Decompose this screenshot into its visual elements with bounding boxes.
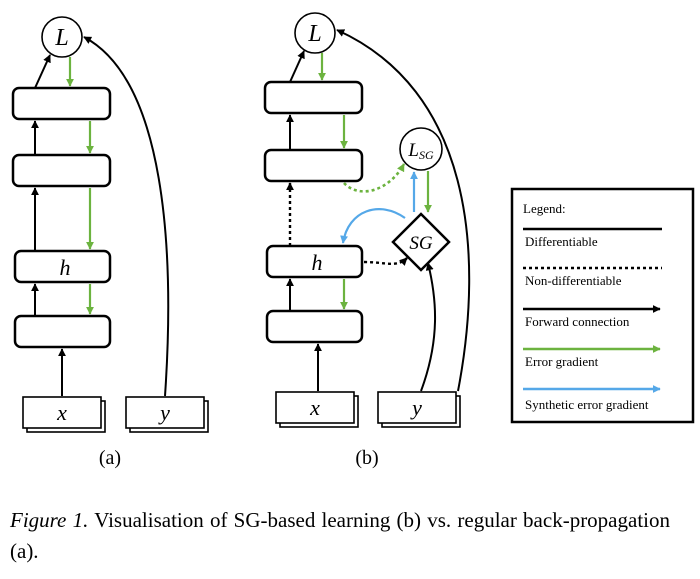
input-x-stack: x bbox=[22, 396, 106, 433]
input-y-label: y bbox=[158, 400, 170, 425]
input-x-stack: x bbox=[275, 391, 359, 428]
loss-node bbox=[41, 16, 83, 58]
legend-label-non-differentiable: Non-differentiable bbox=[525, 273, 622, 288]
sg-module-label: SG bbox=[409, 233, 433, 254]
legend-label-error-gradient: Error gradient bbox=[525, 354, 599, 369]
caption-text: Visualisation of SG-based learning (b) v… bbox=[10, 508, 670, 563]
target-to-sg-connection bbox=[420, 262, 436, 392]
loss-node bbox=[294, 12, 336, 54]
legend-label-differentiable: Differentiable bbox=[525, 234, 598, 249]
synthetic-gradient-module bbox=[391, 212, 451, 272]
loss-label: L bbox=[54, 25, 68, 51]
hidden-to-sg-connection bbox=[363, 257, 408, 266]
target-connection bbox=[83, 36, 170, 397]
legend-box bbox=[510, 187, 695, 424]
layer-box-1 bbox=[13, 314, 112, 349]
forward-arrow bbox=[34, 54, 51, 89]
layer-box-4 bbox=[263, 80, 364, 115]
forward-arrow bbox=[289, 50, 305, 83]
legend-label-synthetic-gradient: Synthetic error gradient bbox=[525, 397, 649, 412]
input-x-label: x bbox=[56, 400, 67, 425]
synthetic-gradient-arrow bbox=[340, 208, 406, 244]
layer-box-3 bbox=[11, 153, 112, 188]
legend: Legend: Differentiable Non-differentiabl… bbox=[510, 187, 695, 424]
loss-label: L bbox=[307, 21, 321, 47]
input-y-label: y bbox=[410, 395, 422, 420]
hidden-label: h bbox=[60, 255, 71, 280]
layer-box-4 bbox=[11, 86, 112, 121]
legend-label-forward: Forward connection bbox=[525, 314, 630, 329]
panel-a-caption: (a) bbox=[99, 447, 121, 469]
target-connection bbox=[336, 29, 471, 392]
layer-box-3 bbox=[263, 148, 364, 183]
layer-box-1 bbox=[265, 309, 364, 344]
hidden-label: h bbox=[312, 250, 323, 275]
panel-a: L h x y (a) bbox=[11, 16, 209, 469]
input-y-stack: y bbox=[377, 391, 461, 428]
panel-b-caption: (b) bbox=[355, 447, 378, 469]
legend-title: Legend: bbox=[523, 201, 566, 216]
non-differentiable-error-arrow bbox=[343, 163, 406, 193]
synthetic-loss-node bbox=[399, 127, 443, 171]
figure-label: Figure 1. bbox=[10, 508, 89, 532]
figure-caption: Figure 1. Visualisation of SG-based lear… bbox=[10, 505, 670, 567]
panel-b: L h LSG SG x bbox=[263, 12, 471, 469]
hidden-layer-box bbox=[13, 249, 112, 284]
synthetic-loss-label: LSG bbox=[407, 140, 434, 162]
input-y-stack: y bbox=[125, 396, 209, 433]
hidden-layer-box bbox=[265, 244, 364, 279]
input-x-label: x bbox=[309, 395, 320, 420]
